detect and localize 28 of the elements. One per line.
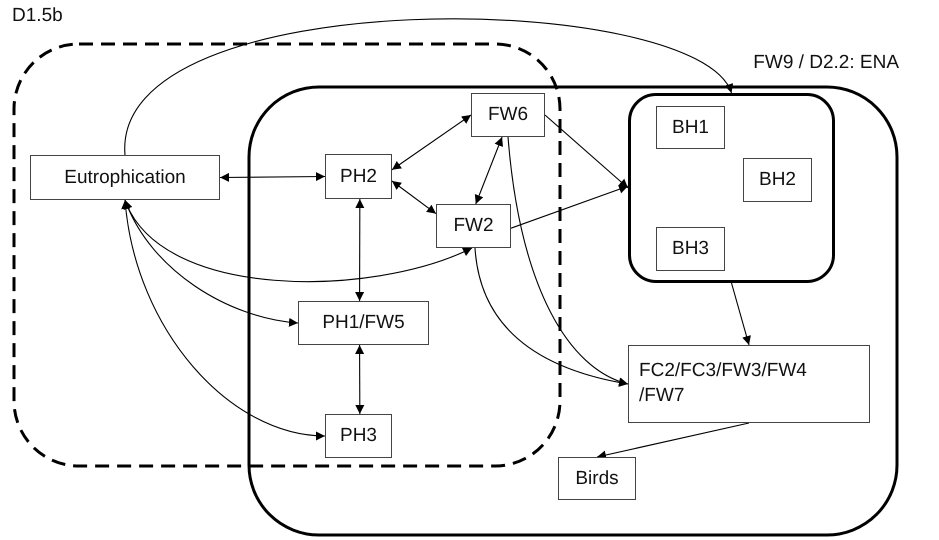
- arrow: [122, 200, 326, 440]
- arrow: [730, 282, 751, 346]
- text-box: FC2/FC3/FW3/FW4 /FW7: [628, 345, 870, 423]
- arrow: [392, 180, 436, 214]
- arrow: [507, 136, 628, 386]
- arrow: [392, 114, 472, 170]
- arrow: [355, 345, 364, 414]
- arrow: [474, 248, 628, 387]
- arrow: [124, 18, 732, 156]
- region-title: D1.5b: [12, 5, 63, 27]
- text-box: PH1/FW5: [298, 301, 429, 345]
- text-box: Eutrophication: [30, 155, 220, 200]
- region-title: FW9 / D2.2: ENA: [753, 52, 899, 74]
- text-box: PH2: [325, 154, 392, 199]
- text-box: FW2: [436, 204, 511, 248]
- arrow: [474, 136, 503, 204]
- text-box: FW6: [471, 93, 545, 137]
- text-box: BH1: [656, 106, 725, 149]
- text-box: PH3: [325, 414, 392, 458]
- arrow: [355, 199, 364, 301]
- text-box: Birds: [558, 457, 636, 500]
- arrow: [220, 172, 325, 182]
- text-box: BH2: [743, 158, 812, 202]
- arrow: [510, 184, 628, 229]
- text-box: BH3: [656, 227, 725, 271]
- arrow: [596, 422, 750, 460]
- arrow: [124, 200, 298, 326]
- group-box: [628, 93, 835, 283]
